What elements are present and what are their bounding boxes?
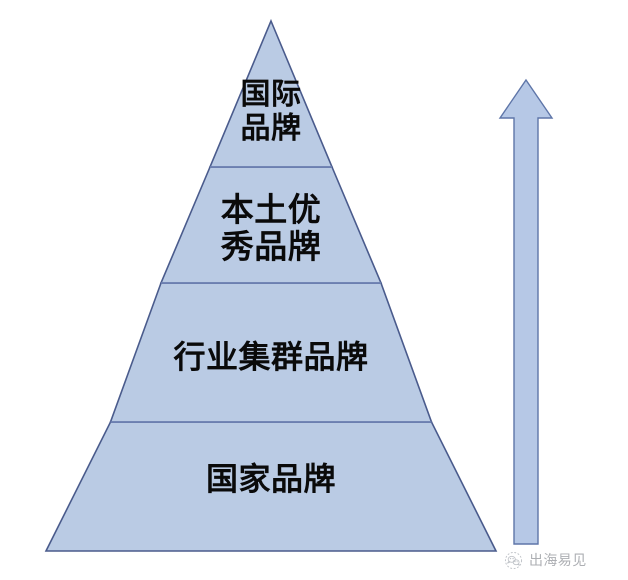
pyramid-tier-4-label: 国家品牌	[205, 460, 336, 498]
upward-arrow-icon[interactable]	[498, 78, 554, 545]
watermark: 出海易见	[503, 546, 587, 574]
pyramid-tier-1-label: 国际 品牌	[240, 77, 302, 146]
wechat-logo-icon	[504, 551, 523, 569]
watermark-label: 出海易见	[529, 553, 587, 569]
pyramid-tier-2-label: 本土优 秀品牌	[220, 190, 322, 266]
pyramid-tier-3-label: 行业集群品牌	[173, 338, 369, 376]
